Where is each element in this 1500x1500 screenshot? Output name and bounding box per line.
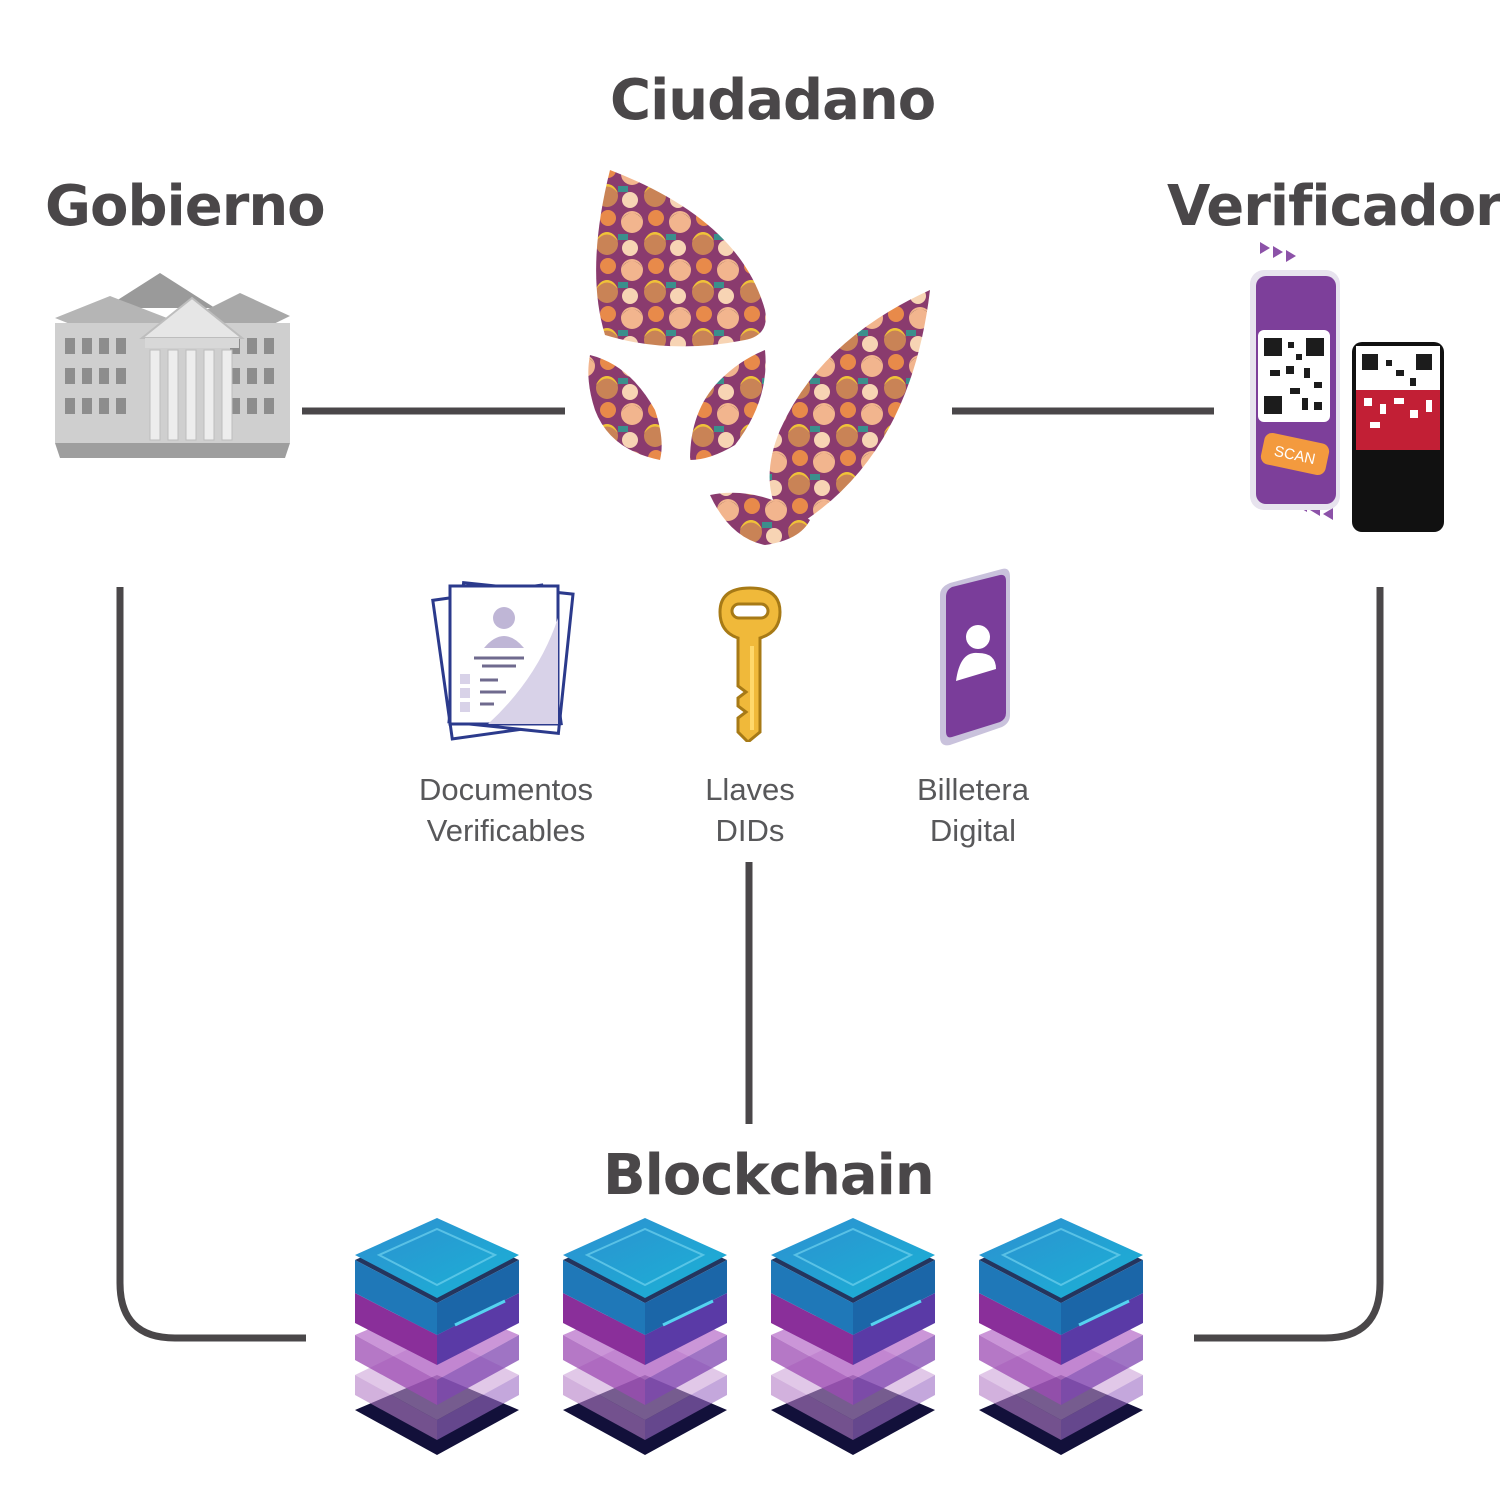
documents-label-line2: Verificables (426, 813, 586, 848)
keys-label-line2: DIDs (715, 813, 785, 848)
block-3 (769, 1216, 937, 1457)
citizen-crowd-icon (588, 170, 930, 545)
government-title: Gobierno (45, 174, 326, 239)
verifier-scan-phone-icon: SCAN (1250, 242, 1444, 532)
wallet-phone-icon (940, 568, 1010, 746)
keys-label-line1: Llaves (705, 772, 795, 807)
wallet-label-line1: Billetera (917, 772, 1029, 807)
block-1 (353, 1216, 521, 1457)
blockchain-title: Blockchain (603, 1143, 935, 1208)
wallet-label-line2: Digital (929, 813, 1017, 848)
block-4 (977, 1216, 1145, 1457)
keys-label: Llaves DIDs (620, 769, 880, 851)
connector-government-blockchain (116, 587, 306, 1342)
block-2 (561, 1216, 729, 1457)
government-building-icon (55, 273, 290, 458)
documents-label-line1: Documentos (418, 772, 594, 807)
verifier-title: Verificador (1167, 174, 1500, 239)
key-icon (718, 586, 782, 742)
documents-icon (431, 580, 575, 741)
connector-verifier-blockchain (1194, 587, 1384, 1342)
documents-label: Documentos Verificables (376, 769, 636, 851)
blockchain-stacks (353, 1216, 1145, 1457)
citizen-title: Ciudadano (610, 68, 936, 133)
wallet-label: Billetera Digital (843, 769, 1103, 851)
